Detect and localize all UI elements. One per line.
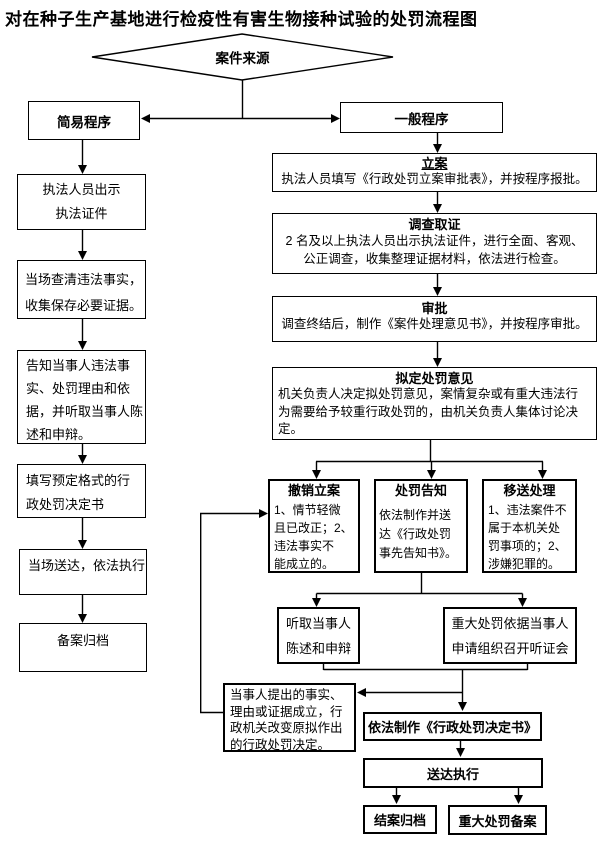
node-filing-archive: 备案归档 [19,623,147,672]
node-transfer-case-title: 移送处理 [503,483,556,498]
node-draft-penalty-opinion: 拟定处罚意见 机关负责人决定拟处罚意见，案情复杂或有重大违法行 为需要给予较重行… [272,367,597,440]
node-withdraw-case-body: 1、情节轻微 且已改正；2、 违法事实不 能成立的。 [274,503,353,571]
node-major-hearing: 重大处罚依据当事人 申请组织召开听证会 [443,607,577,664]
node-close-archive: 结案归档 [363,805,437,834]
node-approval: 审批 调查终结后，制作《案件处理意见书》，并按程序审批。 [272,296,597,342]
arrowhead-icon [433,204,442,213]
node-major-penalty-record: 重大处罚备案 [448,805,547,835]
arrowhead-icon [433,287,442,296]
node-hear-statement: 听取当事人 陈述和申辩 [277,607,360,664]
arrowhead-icon [259,509,268,518]
node-onsite-delivery: 当场送达，依法执行 [19,549,147,595]
arrowhead-icon [538,470,547,479]
node-case-filing-title: 立案 [421,156,448,171]
node-case-source: 案件来源 [215,51,270,66]
arrowhead-icon [433,144,442,153]
node-withdraw-case-title: 撤销立案 [287,483,340,498]
node-revise-decision: 当事人提出的事实、 理由或证据成立，行 政机关改变原拟作出 的行政处罚决定。 [223,683,356,752]
arrowhead-icon [427,470,436,479]
arrowhead-icon [78,341,87,350]
arrowhead-icon [78,251,87,260]
node-show-credentials: 执法人员出示 执法证件 [17,174,146,230]
node-investigation-title: 调查取证 [408,217,461,232]
arrowhead-icon [456,748,465,757]
node-investigation-body: 2 名及以上执法人员出示执法证件，进行全面、客观、 公正调查，收集整理证据材料，… [285,234,584,266]
arrowhead-icon [357,688,366,697]
node-fill-decision-form: 填写预定格式的行 政处罚决定书 [17,464,146,518]
node-transfer-case-body: 1、违法案件不 属于本机关处 罚事项的；2、 涉嫌犯罪的。 [488,503,567,571]
node-draft-penalty-opinion-body: 机关负责人决定拟处罚意见，案情复杂或有重大违法行 为需要给予较重行政处罚的，由机… [278,387,579,436]
node-withdraw-case: 撤销立案 1、情节轻微 且已改正；2、 违法事实不 能成立的。 [268,479,360,573]
node-deliver-execute: 送达执行 [363,758,543,788]
node-simple-procedure: 简易程序 [28,101,140,140]
arrowhead-icon [78,165,87,174]
arrowhead-icon [458,702,467,711]
arrowhead-icon [141,114,150,123]
arrowhead-icon [312,598,321,607]
node-approval-body: 调查终结后，制作《案件处理意见书》，并按程序审批。 [281,317,588,331]
node-penalty-notice-body: 依法制作并送 达《行政处罚 事先告知书》。 [379,508,458,560]
node-investigation: 调查取证 2 名及以上执法人员出示执法证件，进行全面、客观、 公正调查，收集整理… [272,213,597,274]
node-verify-facts: 当场查清违法事实， 收集保存必要证据。 [17,260,146,319]
arrowhead-icon [518,598,527,607]
node-case-filing-body: 执法人员填写《行政处罚立案审批表》，并按程序报批。 [281,172,588,186]
arrowhead-icon [78,540,87,549]
arrowhead-icon [392,795,401,804]
node-draft-penalty-opinion-title: 拟定处罚意见 [395,371,474,386]
page-title: 对在种子生产基地进行检疫性有害生物接种试验的处罚流程图 [5,10,478,29]
node-inform-party: 告知当事人违法事 实、处罚理由和依 据，并听取当事人陈 述和申辩。 [17,350,146,444]
arrowhead-icon [514,795,523,804]
node-general-procedure: 一般程序 [340,102,503,133]
node-penalty-notice: 处罚告知 依法制作并送 达《行政处罚 事先告知书》。 [374,479,468,573]
node-penalty-notice-title: 处罚告知 [394,483,447,498]
arrowhead-icon [331,114,340,123]
node-make-decision: 依法制作《行政处罚决定书》 [363,712,542,741]
arrowhead-group [78,114,547,804]
node-case-filing: 立案 执法人员填写《行政处罚立案审批表》，并按程序报批。 [272,153,597,192]
connector-group [81,33,544,796]
arrowhead-icon [312,470,321,479]
node-transfer-case: 移送处理 1、违法案件不 属于本机关处 罚事项的；2、 涉嫌犯罪的。 [482,479,577,573]
node-approval-title: 审批 [421,301,448,316]
arrowhead-icon [78,455,87,464]
arrowhead-icon [433,358,442,367]
arrowhead-icon [78,614,87,623]
